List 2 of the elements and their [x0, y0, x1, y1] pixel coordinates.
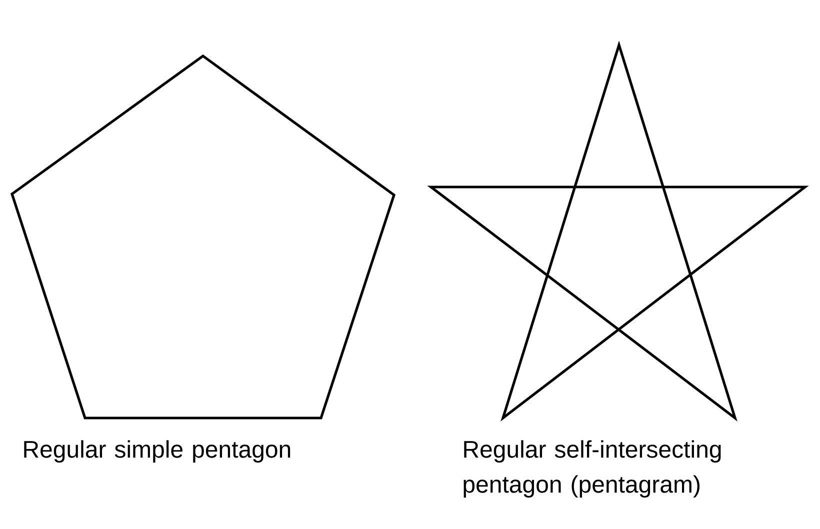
caption: Regular simple pentagon: [24, 440, 290, 463]
caption: Regular self-intersecting pentagon (pentagram): [464, 440, 721, 498]
